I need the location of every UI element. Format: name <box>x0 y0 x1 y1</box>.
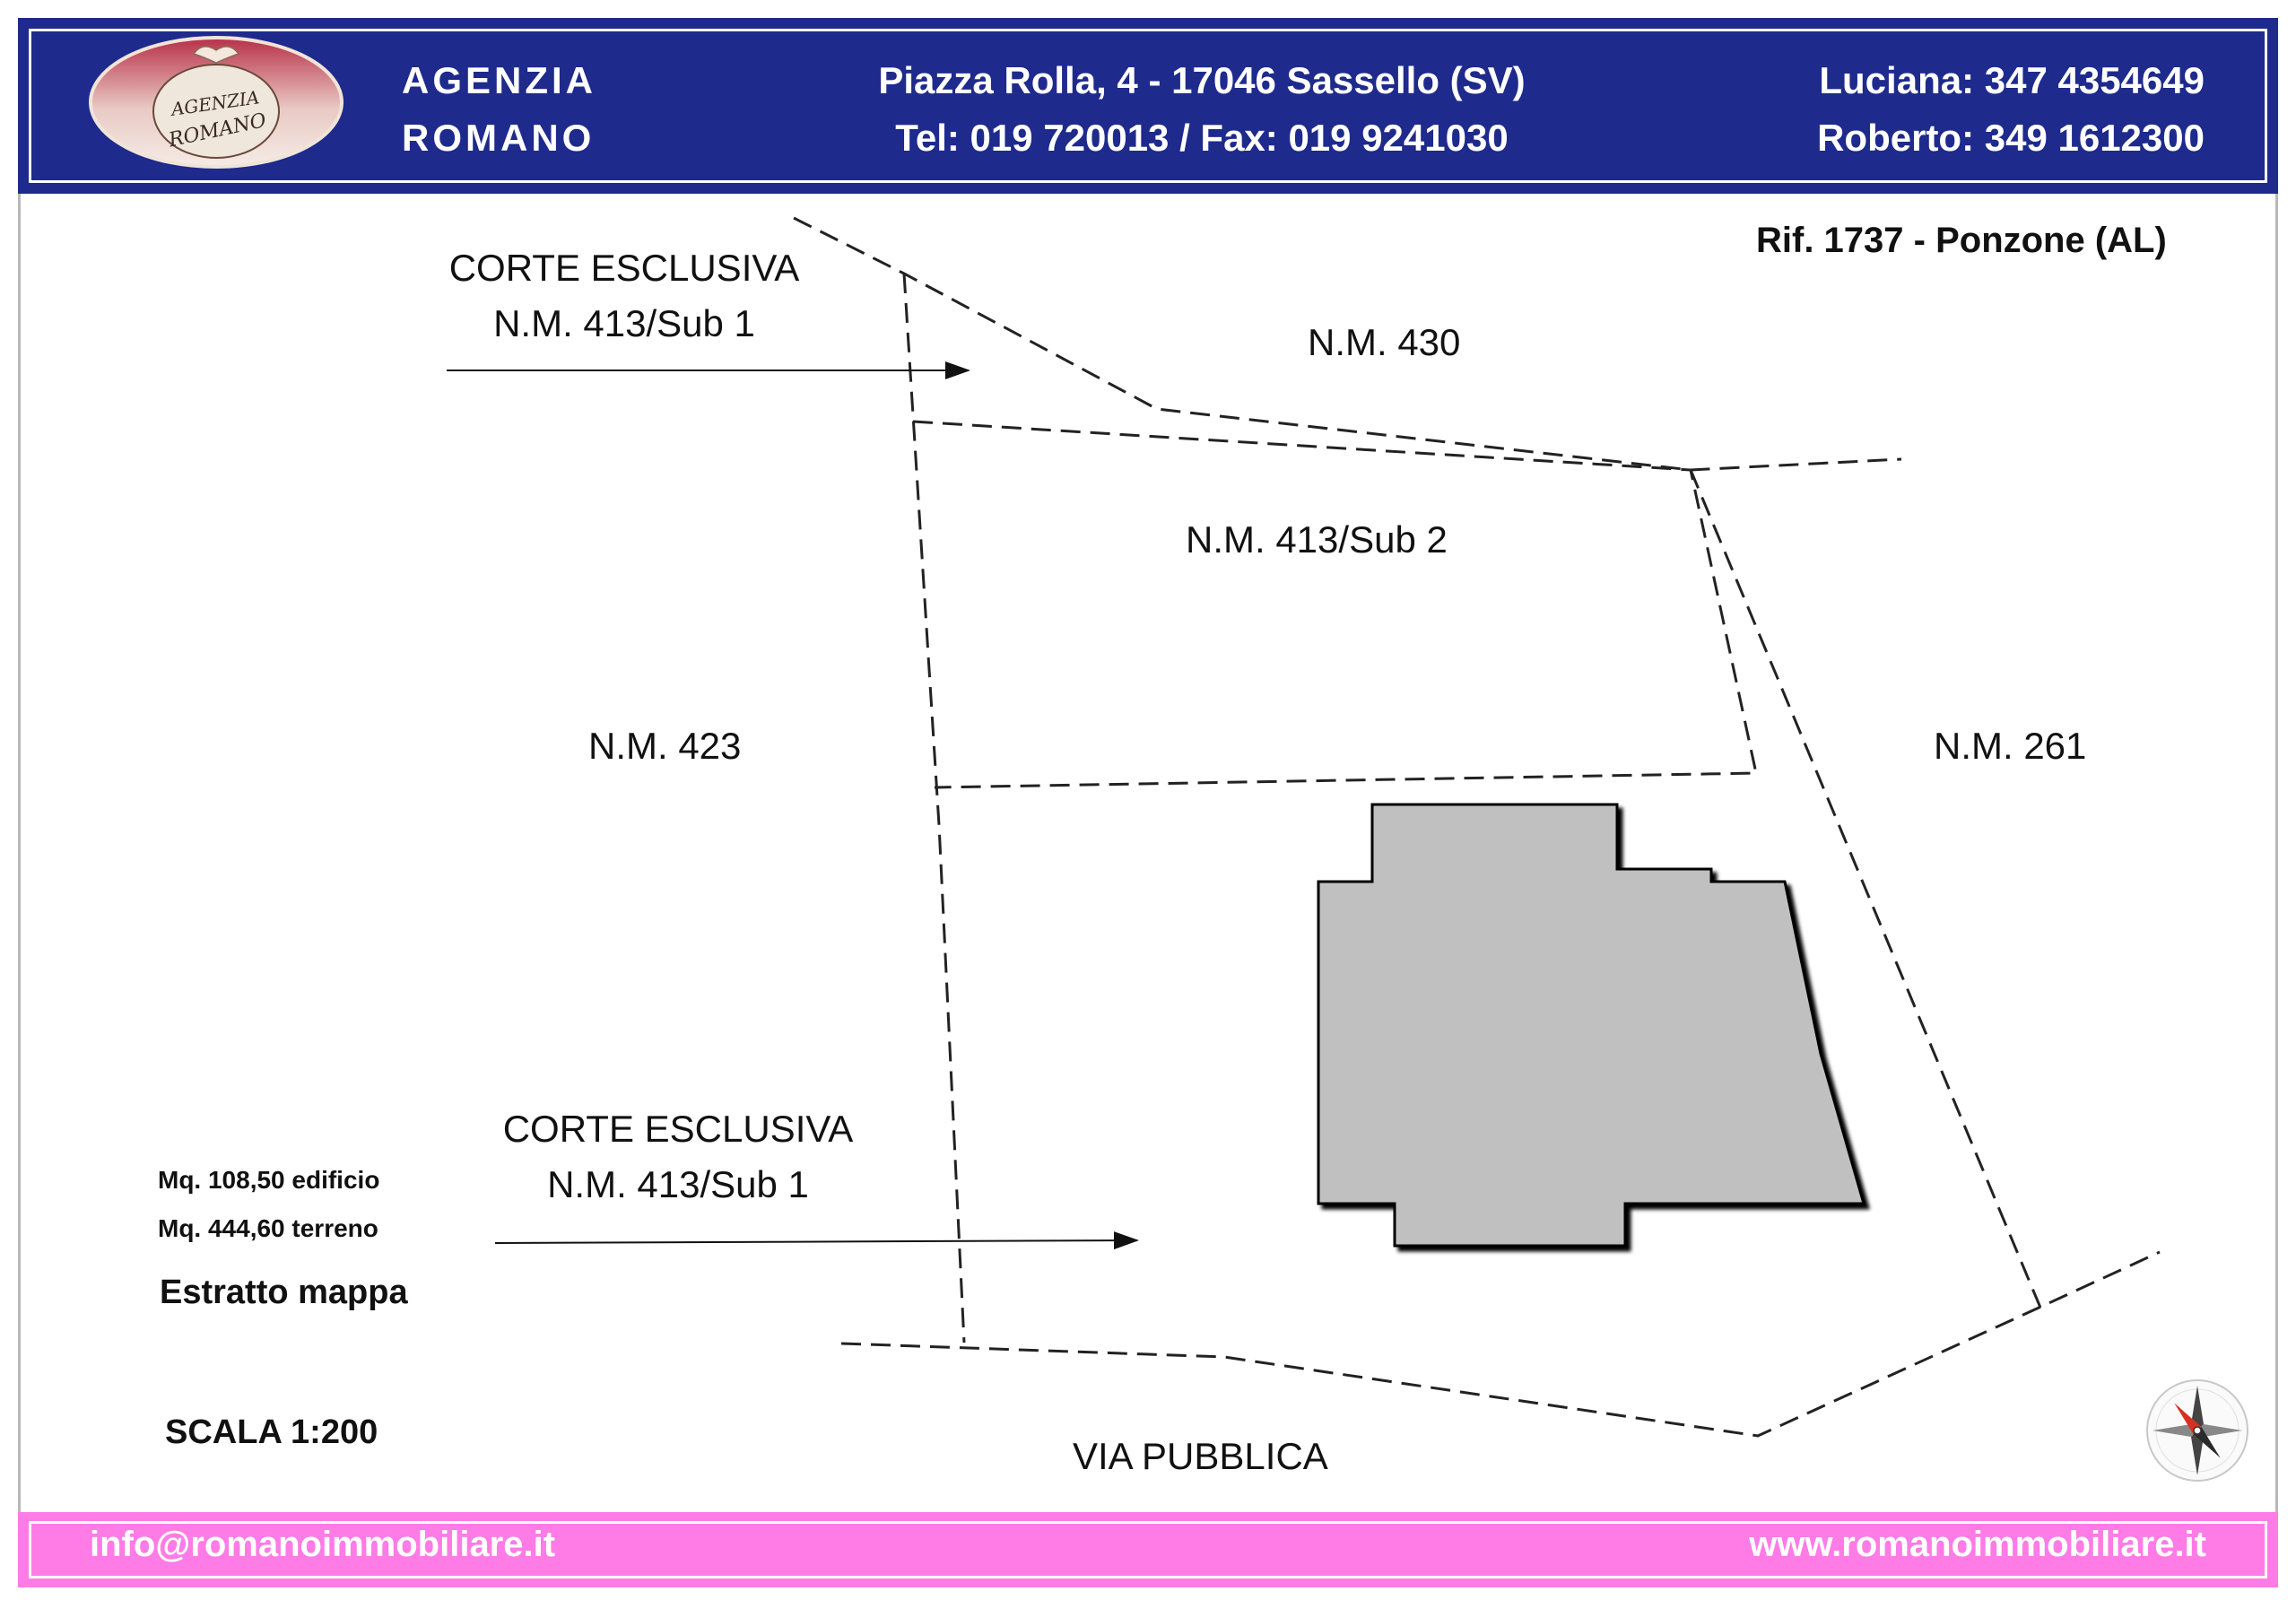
extract-label: Estratto mappa <box>160 1274 408 1311</box>
agency-name-line1: AGENZIA <box>402 59 596 101</box>
corte-bottom-line2: N.M. 413/Sub 1 <box>547 1163 809 1205</box>
cadastral-map-area <box>18 194 2278 1512</box>
scale-label: SCALA 1:200 <box>165 1413 378 1451</box>
agency-name: AGENZIA ROMANO <box>402 52 596 167</box>
corte-esclusiva-bottom-label: CORTE ESCLUSIVA N.M. 413/Sub 1 <box>445 1101 911 1213</box>
agency-footer: info@romanoimmobiliare.it www.romanoimmo… <box>18 1512 2278 1587</box>
agency-address-block: Piazza Rolla, 4 - 17046 Sassello (SV) Te… <box>807 52 1596 167</box>
corte-top-line2: N.M. 413/Sub 1 <box>493 302 755 344</box>
agency-contacts: Luciana: 347 4354649 Roberto: 349 161230… <box>1817 52 2205 167</box>
corte-bottom-line1: CORTE ESCLUSIVA <box>502 1108 854 1150</box>
boundary-right <box>1689 469 2042 1309</box>
contact-luciana: Luciana: 347 4354649 <box>1819 59 2205 101</box>
area-building-label: Mq. 108,50 edificio <box>158 1166 380 1194</box>
parcel-430-label: N.M. 430 <box>1308 321 1461 363</box>
corte-top-line1: CORTE ESCLUSIVA <box>448 247 800 289</box>
parcel-sub2-outline <box>912 420 1758 789</box>
header-border <box>29 29 2267 183</box>
building-footprint <box>1317 803 1866 1248</box>
reference-label: Rif. 1737 - Ponzone (AL) <box>1756 221 2167 260</box>
agency-name-line2: ROMANO <box>402 117 596 159</box>
agency-logo: AGENZIA ROMANO <box>89 36 344 169</box>
corte-esclusiva-top-label: CORTE ESCLUSIVA N.M. 413/Sub 1 <box>391 240 857 352</box>
contact-roberto: Roberto: 349 1612300 <box>1817 117 2205 159</box>
parcel-413-sub2-label: N.M. 413/Sub 2 <box>1186 518 1448 561</box>
road-boundary <box>840 1250 2161 1438</box>
parcel-261-label: N.M. 261 <box>1934 725 2087 767</box>
compass-rose-icon <box>2146 1379 2248 1482</box>
parcel-423-label: N.M. 423 <box>588 725 742 767</box>
agency-address: Piazza Rolla, 4 - 17046 Sassello (SV) <box>878 59 1526 101</box>
area-land-label: Mq. 444,60 terreno <box>158 1214 378 1242</box>
boundary-left-vertical <box>902 273 966 1343</box>
boundary-top-left <box>793 216 1902 472</box>
arrow-corte-bottom <box>494 1231 1139 1250</box>
footer-border <box>29 1521 2267 1578</box>
agency-phone-fax: Tel: 019 720013 / Fax: 019 9241030 <box>895 117 1509 159</box>
footer-website-link[interactable]: www.romanoimmobiliare.it <box>1749 1525 2206 1564</box>
road-label: VIA PUBBLICA <box>1073 1435 1328 1477</box>
footer-email-link[interactable]: info@romanoimmobiliare.it <box>90 1525 556 1564</box>
agency-header: AGENZIA ROMANO AGENZIA ROMANO Piazza Rol… <box>18 18 2278 194</box>
